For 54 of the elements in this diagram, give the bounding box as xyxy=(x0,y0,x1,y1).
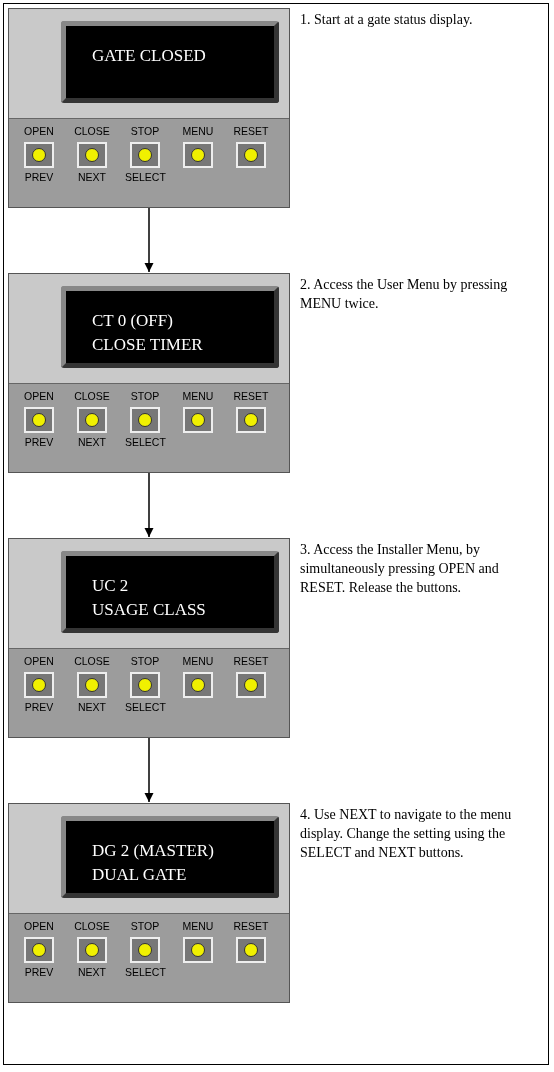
button-label: SELECT xyxy=(125,701,165,713)
button-label: SELECT xyxy=(125,436,165,448)
step-text: 3. Access the Installer Menu, by simultaneously pressing OPEN and RESET. Release the buttons. xyxy=(300,541,500,597)
button-label: PREV xyxy=(23,966,55,978)
display-text: GATE CLOSED xyxy=(92,45,207,67)
button-label: OPEN xyxy=(23,390,55,402)
arrow xyxy=(144,207,154,273)
button-label: MENU xyxy=(181,920,215,932)
control-panel xyxy=(8,803,290,1003)
button-label: STOP xyxy=(129,125,161,137)
button-label: NEXT xyxy=(77,701,107,713)
button-label: CLOSE xyxy=(73,655,111,667)
button-label: OPEN xyxy=(23,125,55,137)
display-text: CLOSE TIMER xyxy=(92,334,204,356)
display-text: USAGE CLASS xyxy=(92,599,207,621)
button-label: RESET xyxy=(232,920,270,932)
button-label: SELECT xyxy=(125,966,165,978)
control-panel xyxy=(8,8,290,208)
button-label: MENU xyxy=(181,125,215,137)
arrow xyxy=(144,472,154,538)
button-label: MENU xyxy=(181,390,215,402)
button-label: RESET xyxy=(232,655,270,667)
button-label: STOP xyxy=(129,920,161,932)
button-label: PREV xyxy=(23,436,55,448)
step-text: 4. Use NEXT to navigate to the menu display. Change the setting using the SELECT and NEXT buttons. xyxy=(300,806,513,862)
arrow xyxy=(144,737,154,803)
button-label: CLOSE xyxy=(73,125,111,137)
button-label: CLOSE xyxy=(73,390,111,402)
display-text: DG 2 (MASTER) xyxy=(92,840,215,862)
button-label: NEXT xyxy=(77,171,107,183)
button-label: RESET xyxy=(232,125,270,137)
lcd-display xyxy=(61,551,279,633)
display-text: DUAL GATE xyxy=(92,864,188,886)
button-label: NEXT xyxy=(77,436,107,448)
button-label: PREV xyxy=(23,701,55,713)
button-label: CLOSE xyxy=(73,920,111,932)
lcd-display xyxy=(61,816,279,898)
lcd-display xyxy=(61,21,279,103)
button-label: PREV xyxy=(23,171,55,183)
button-label: MENU xyxy=(181,655,215,667)
step-text: 2. Access the User Menu by pressing MENU twice. xyxy=(300,276,509,313)
step-text: 1. Start at a gate status display. xyxy=(300,11,474,29)
button-label: OPEN xyxy=(23,920,55,932)
control-panel xyxy=(8,273,290,473)
control-panel xyxy=(8,538,290,738)
display-text: CT 0 (OFF) xyxy=(92,310,174,332)
display-text: UC 2 xyxy=(92,575,130,597)
button-label: RESET xyxy=(232,390,270,402)
button-label: NEXT xyxy=(77,966,107,978)
button-label: STOP xyxy=(129,390,161,402)
button-label: SELECT xyxy=(125,171,165,183)
button-label: OPEN xyxy=(23,655,55,667)
lcd-display xyxy=(61,286,279,368)
button-label: STOP xyxy=(129,655,161,667)
